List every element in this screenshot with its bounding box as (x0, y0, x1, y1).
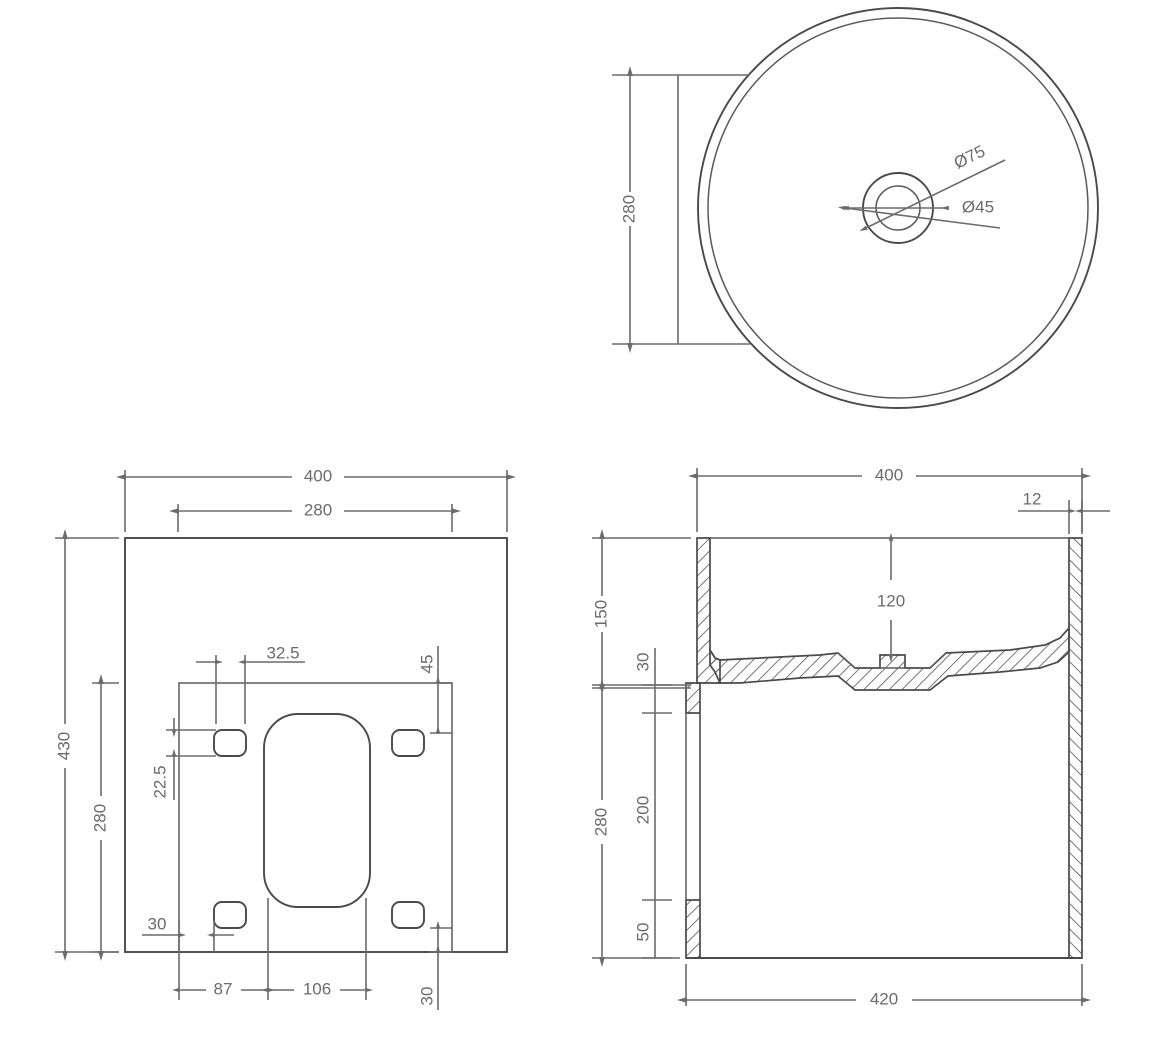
dim-label-sec-50: 50 (633, 923, 652, 942)
dim-label-front-106: 106 (303, 979, 331, 998)
dim-label-front-45: 45 (417, 655, 436, 674)
dim-label-sec-120: 120 (877, 591, 905, 610)
section-drain-left-chamfer (837, 652, 856, 669)
dim-label-sec-30: 30 (633, 653, 652, 672)
basin-inner-circle (707, 17, 1089, 399)
dim-label-sec-12: 12 (1023, 489, 1042, 508)
dim-label-front-280-left: 280 (90, 804, 109, 832)
dia45-leader-line (837, 205, 1001, 229)
front-slot-top-right (391, 729, 425, 757)
front-view: 400 280 430 280 32.5 45 (54, 466, 516, 1010)
front-slot-bottom-right (391, 901, 425, 929)
dim-label-sec-150: 150 (591, 600, 610, 628)
front-outer-outline (124, 537, 508, 953)
dim-label-dia-45: Ø45 (962, 197, 994, 216)
section-right-wall (1068, 537, 1083, 959)
dim-label-top-280: 280 (619, 195, 638, 223)
dim-label-front-280-top: 280 (304, 500, 332, 519)
dim-label-front-87: 87 (214, 979, 233, 998)
dim-label-sec-200: 200 (633, 796, 652, 824)
dim-label-front-30-left: 30 (148, 914, 167, 933)
section-drain-right-chamfer (929, 652, 947, 669)
front-slot-bottom-left (213, 901, 247, 929)
dim-label-front-430: 430 (54, 732, 73, 760)
top-view: 280 Ø75 Ø45 (612, 7, 1099, 409)
dim-label-front-22-5: 22.5 (150, 765, 169, 798)
dim-label-sec-280: 280 (591, 808, 610, 836)
section-left-foot (685, 899, 701, 959)
basin-outer-circle (697, 7, 1099, 409)
front-inner-plate-outline (178, 682, 453, 952)
section-view: 400 12 150 280 30 200 50 120 (591, 465, 1110, 1008)
dim-label-front-30-bottom: 30 (417, 987, 436, 1006)
dim-label-sec-420: 420 (870, 989, 898, 1008)
dia75-leader-line (859, 159, 1006, 232)
dim-label-front-32-5: 32.5 (266, 643, 299, 662)
front-center-slot (263, 713, 371, 908)
dim-label-front-400: 400 (304, 466, 332, 485)
dim-label-sec-400: 400 (875, 465, 903, 484)
front-slot-top-left (213, 729, 247, 757)
